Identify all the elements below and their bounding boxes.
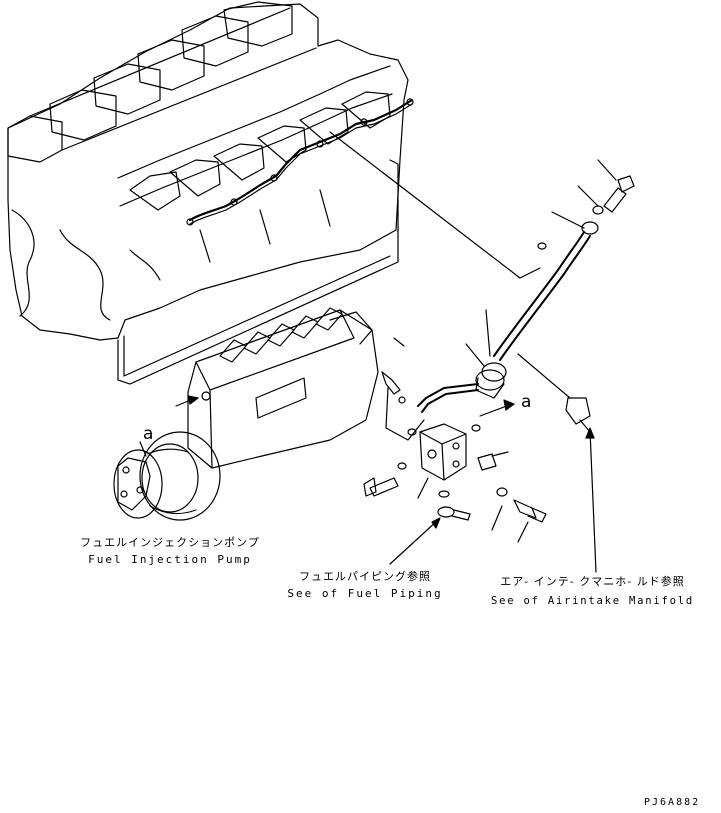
- drawing-code: PJ6A882: [644, 797, 701, 808]
- overflow-pipe-assembly: [330, 132, 634, 542]
- fuel-piping-label-jp: フュエルパイピング参照: [299, 570, 431, 583]
- ref-mark-a-pump: a: [143, 424, 154, 444]
- callout-arrows: [140, 428, 596, 572]
- engine-block: [8, 2, 413, 384]
- ref-mark-a-block: a: [521, 392, 532, 412]
- injection-pump-label-en: Fuel Injection Pump: [88, 553, 252, 566]
- injection-pump-label-jp: フュエルインジェクションポンプ: [80, 536, 260, 549]
- air-intake-label-en: See of Airintake Manifold: [490, 595, 695, 607]
- air-intake-label-jp: エア- インテ- クマニホ- ルド参照: [500, 575, 685, 588]
- fuel-piping-label-en: See of Fuel Piping: [287, 587, 443, 600]
- injection-pump: [114, 308, 378, 520]
